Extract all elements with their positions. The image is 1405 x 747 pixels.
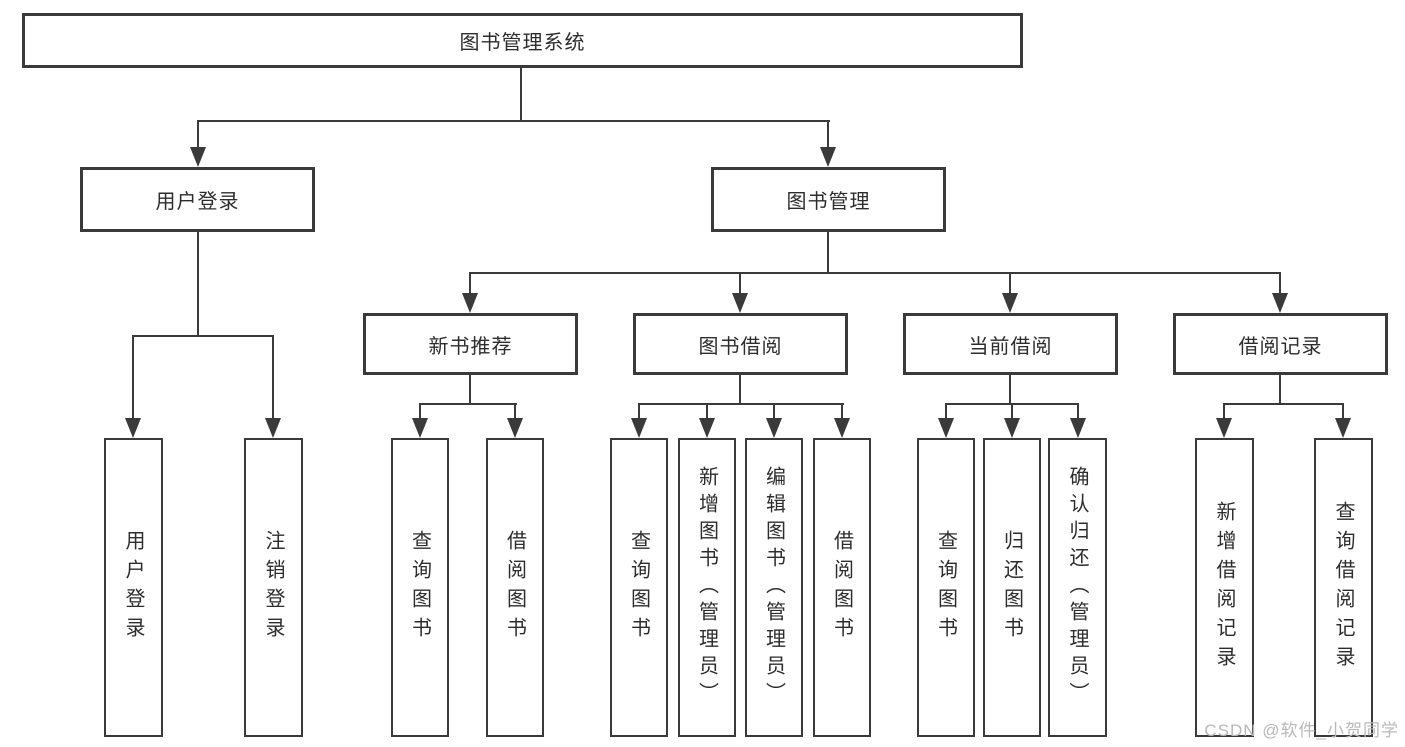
node-book-management: 图书管理 (711, 167, 946, 232)
connector-line (419, 403, 517, 405)
leaf-bb-edit-books-admin: 编辑图书（管理员） (745, 438, 803, 737)
connector-line (419, 403, 421, 431)
leaf-br-query-record-label: 查询借阅记录 (1332, 500, 1354, 675)
leaf-br-add-record: 新增借阅记录 (1195, 438, 1254, 737)
node-book-management-label: 图书管理 (786, 191, 871, 213)
arrow-down-icon (699, 418, 715, 438)
node-root: 图书管理系统 (22, 13, 1023, 68)
leaf-bb-add-books-admin: 新增图书（管理员） (678, 438, 736, 737)
connector-line (1011, 403, 1013, 431)
connector-line (739, 272, 741, 308)
leaf-br-query-record: 查询借阅记录 (1314, 438, 1373, 737)
connector-line (827, 120, 829, 160)
leaf-logout-label: 注销登录 (262, 529, 284, 646)
connector-line (272, 335, 274, 431)
connector-line (1223, 403, 1225, 431)
connector-line (773, 403, 775, 431)
connector-line (1009, 272, 1011, 308)
arrow-down-icon (412, 418, 428, 438)
connector-line (706, 403, 708, 431)
leaf-cb-return-books-label: 归还图书 (1000, 529, 1023, 646)
arrow-down-icon (1272, 293, 1288, 313)
arrow-down-icon (1070, 418, 1086, 438)
leaf-bb-query-books-label: 查询图书 (627, 529, 650, 646)
leaf-bb-add-books-admin-label: 新增图书（管理员） (695, 466, 718, 709)
leaf-nb-query-books-label: 查询图书 (408, 529, 431, 646)
arrow-down-icon (631, 418, 647, 438)
csdn-watermark: CSDN @软件_小贺同学 (1204, 721, 1399, 740)
connector-line (638, 403, 640, 431)
connector-line (197, 120, 830, 122)
arrow-down-icon (462, 293, 478, 313)
leaf-nb-borrow-books: 借阅图书 (486, 438, 544, 737)
connector-line (1223, 403, 1343, 405)
node-user-login-label: 用户登录 (155, 191, 240, 213)
leaf-cb-confirm-return-admin: 确认归还（管理员） (1048, 438, 1107, 737)
connector-line (132, 335, 134, 431)
connector-line (469, 272, 471, 308)
leaf-logout: 注销登录 (244, 438, 303, 737)
connector-line (514, 403, 516, 431)
node-book-borrowing: 图书借阅 (633, 313, 848, 375)
arrow-down-icon (766, 418, 782, 438)
leaf-cb-confirm-return-admin-label: 确认归还（管理员） (1066, 466, 1088, 709)
arrow-down-icon (125, 418, 141, 438)
node-new-book-recommend-label: 新书推荐 (428, 335, 513, 358)
node-user-login: 用户登录 (80, 167, 315, 232)
arrow-down-icon (938, 418, 954, 438)
connector-line (197, 120, 199, 160)
connector-line (197, 232, 199, 337)
node-current-borrowing-label: 当前借阅 (968, 335, 1053, 358)
node-book-borrowing-label: 图书借阅 (698, 335, 783, 358)
leaf-bb-edit-books-admin-label: 编辑图书（管理员） (762, 466, 785, 709)
arrow-down-icon (1216, 418, 1232, 438)
arrow-down-icon (1004, 418, 1020, 438)
connector-line (1342, 403, 1344, 431)
arrow-down-icon (820, 147, 836, 167)
connector-line (827, 232, 829, 274)
connector-line (132, 335, 274, 337)
connector-line (638, 403, 844, 405)
connector-line (945, 403, 947, 431)
connector-line (1009, 375, 1011, 405)
arrow-down-icon (265, 418, 281, 438)
connector-line (469, 375, 471, 405)
arrow-down-icon (1335, 418, 1351, 438)
leaf-user-login: 用户登录 (104, 438, 163, 737)
connector-line (1279, 272, 1281, 308)
leaf-cb-return-books: 归还图书 (983, 438, 1041, 737)
leaf-nb-borrow-books-label: 借阅图书 (503, 529, 526, 646)
arrow-down-icon (732, 293, 748, 313)
node-new-book-recommend: 新书推荐 (363, 313, 578, 375)
connector-line (520, 68, 522, 122)
leaf-cb-query-books-label: 查询图书 (934, 529, 957, 646)
leaf-bb-query-books: 查询图书 (610, 438, 668, 737)
connector-line (469, 272, 1281, 274)
node-borrow-records: 借阅记录 (1173, 313, 1388, 375)
arrow-down-icon (1002, 293, 1018, 313)
arrow-down-icon (190, 147, 206, 167)
node-borrow-records-label: 借阅记录 (1238, 335, 1323, 358)
connector-line (1279, 375, 1281, 405)
leaf-bb-borrow-books-label: 借阅图书 (830, 529, 853, 646)
arrow-down-icon (834, 418, 850, 438)
arrow-down-icon (507, 418, 523, 438)
leaf-user-login-label: 用户登录 (122, 529, 144, 646)
connector-line (739, 375, 741, 405)
leaf-bb-borrow-books: 借阅图书 (813, 438, 871, 737)
node-current-borrowing: 当前借阅 (903, 313, 1118, 375)
connector-line (841, 403, 843, 431)
leaf-br-add-record-label: 新增借阅记录 (1213, 500, 1235, 675)
connector-line (1077, 403, 1079, 431)
leaf-cb-query-books: 查询图书 (917, 438, 975, 737)
leaf-nb-query-books: 查询图书 (391, 438, 449, 737)
node-root-label: 图书管理系统 (459, 32, 586, 54)
